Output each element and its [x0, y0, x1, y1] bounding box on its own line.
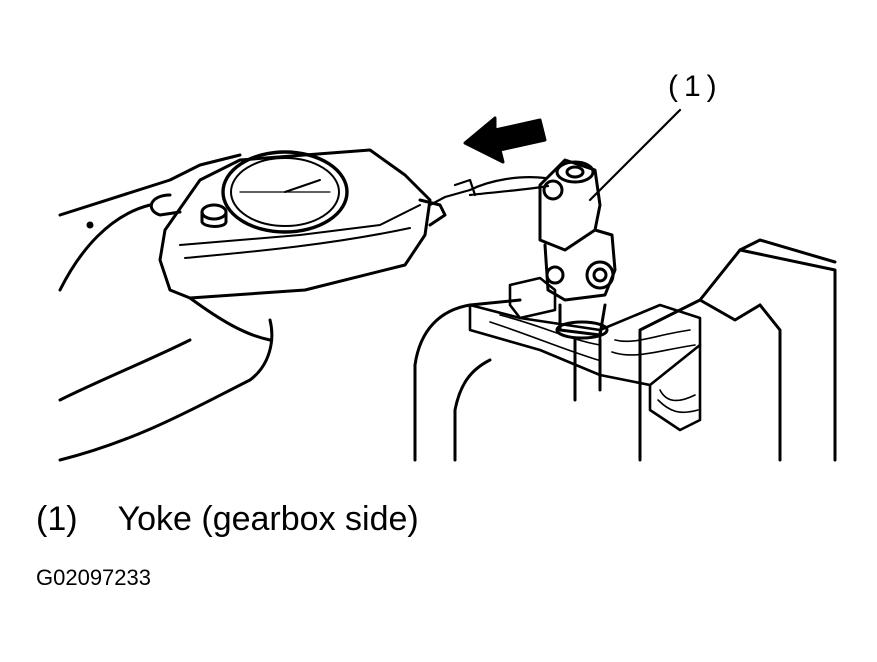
figure-id: G02097233: [36, 565, 151, 590]
scale-hook: [428, 176, 550, 207]
yoke-universal-joint: [538, 158, 617, 402]
spring-scale: [158, 148, 447, 300]
pull-direction-arrow: [463, 116, 547, 164]
legend-label: Yoke (gearbox side): [117, 500, 419, 538]
legend-item: (1) Yoke (gearbox side): [36, 500, 419, 539]
legend-number: (1): [36, 500, 78, 538]
hand: [58, 153, 274, 462]
callout-marker: (1): [668, 70, 723, 103]
callout-leader: [588, 108, 682, 202]
vise: [413, 238, 837, 462]
spring-scale-yoke-illustration: [58, 108, 837, 462]
